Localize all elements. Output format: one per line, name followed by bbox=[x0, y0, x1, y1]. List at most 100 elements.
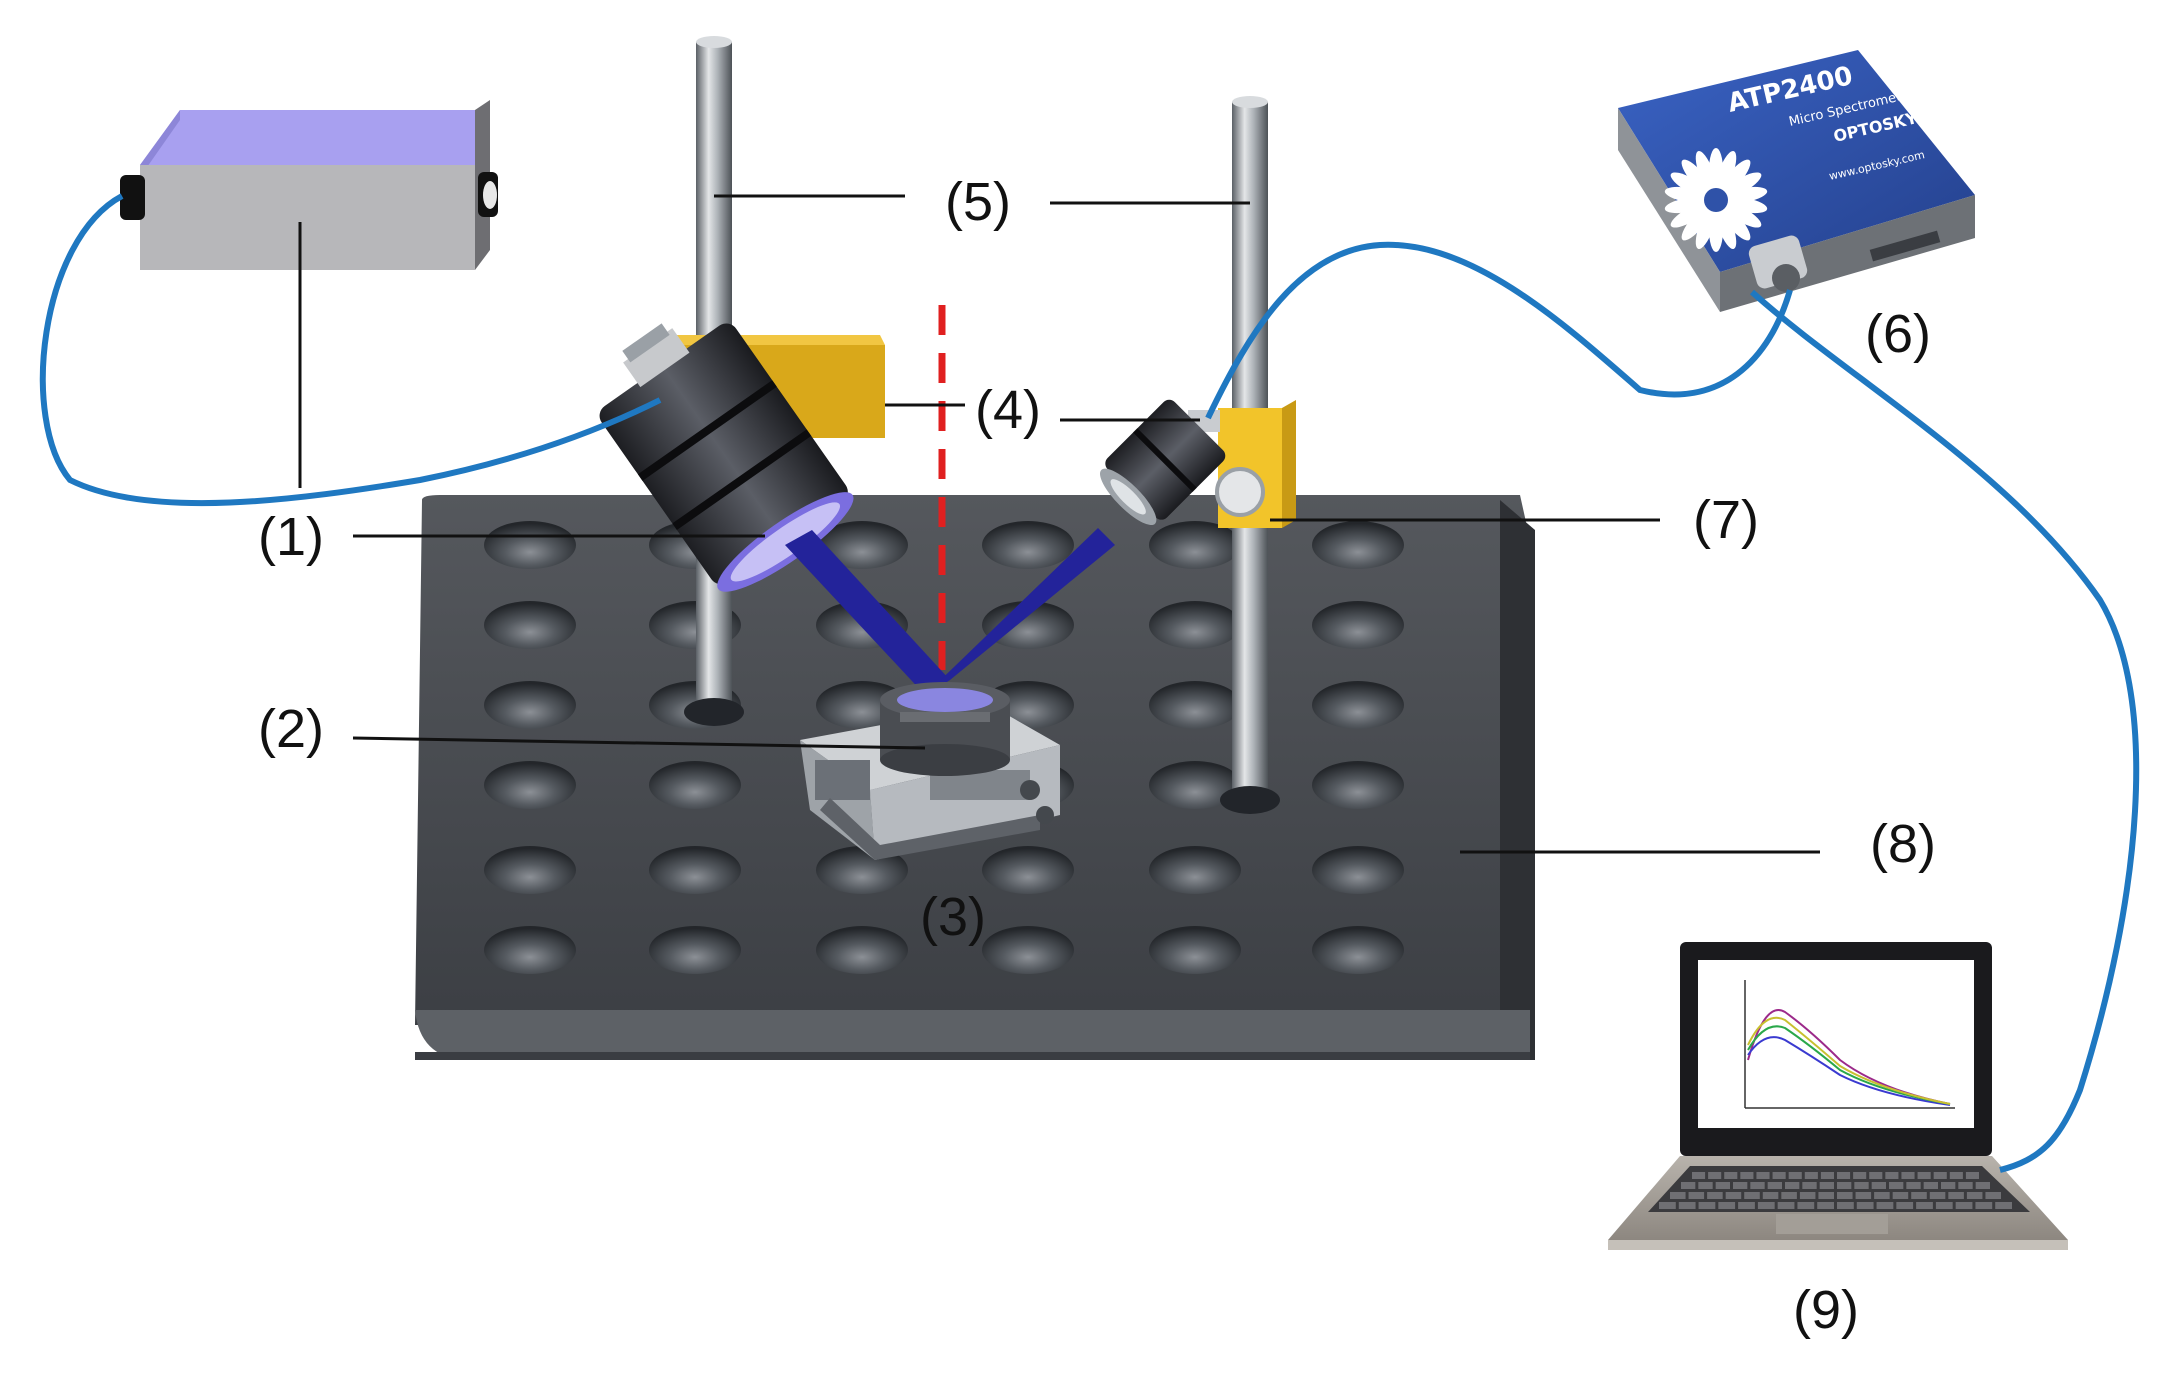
laptop-key bbox=[1698, 1182, 1713, 1189]
breadboard-hole bbox=[1312, 521, 1404, 569]
breadboard-hole bbox=[1312, 761, 1404, 809]
breadboard-hole bbox=[484, 521, 576, 569]
logo-petal bbox=[1695, 207, 1716, 250]
laptop-key bbox=[1901, 1172, 1915, 1179]
laptop-key bbox=[1708, 1172, 1722, 1179]
logo-petal bbox=[1722, 202, 1762, 228]
laptop-key bbox=[1966, 1192, 1983, 1199]
collection-probe bbox=[1100, 399, 1226, 525]
laptop-key bbox=[1681, 1182, 1696, 1189]
logo-petal bbox=[1681, 205, 1712, 241]
laptop-key bbox=[1965, 1172, 1979, 1179]
laptop-key bbox=[1725, 1192, 1742, 1199]
laptop-key bbox=[1698, 1202, 1716, 1209]
breadboard-hole bbox=[816, 521, 908, 569]
logo-petal bbox=[1695, 150, 1716, 193]
laptop-key bbox=[1678, 1202, 1696, 1209]
laptop-key bbox=[1995, 1202, 2012, 1209]
breadboard-hole bbox=[484, 846, 576, 894]
breadboard-hole bbox=[1312, 846, 1404, 894]
laptop-key bbox=[1797, 1202, 1815, 1209]
laptop-key bbox=[1802, 1182, 1817, 1189]
laptop-computer bbox=[1608, 942, 2068, 1250]
laptop-key bbox=[1817, 1202, 1834, 1209]
laptop-key bbox=[1876, 1202, 1894, 1209]
laptop-key bbox=[1820, 1172, 1834, 1179]
fiber-source-to-probe bbox=[39, 193, 662, 507]
optical-fibers bbox=[39, 193, 2140, 1173]
laptop-key bbox=[1874, 1192, 1890, 1199]
light-beam-path bbox=[785, 528, 1115, 695]
laptop-key bbox=[1985, 1192, 2001, 1199]
laptop-key bbox=[1935, 1202, 1953, 1209]
breadboard-hole bbox=[484, 926, 576, 974]
breadboard-hole bbox=[1149, 926, 1241, 974]
logo-petal bbox=[1720, 159, 1751, 195]
label-2-sample: (2) bbox=[258, 699, 324, 759]
laptop-key bbox=[1854, 1182, 1869, 1189]
laptop-key bbox=[1762, 1192, 1779, 1199]
laptop-key bbox=[1744, 1192, 1760, 1199]
laptop-key bbox=[1958, 1182, 1973, 1189]
light-source-box bbox=[120, 100, 498, 270]
breadboard-hole bbox=[649, 846, 741, 894]
laptop-key bbox=[1738, 1202, 1755, 1209]
breadboard-hole bbox=[982, 926, 1074, 974]
sample-holder bbox=[880, 682, 1010, 776]
laptop-key bbox=[1885, 1172, 1899, 1179]
breadboard-hole bbox=[1149, 521, 1241, 569]
logo-petal bbox=[1681, 159, 1712, 195]
laptop-key bbox=[1837, 1202, 1854, 1209]
laptop-key bbox=[1785, 1182, 1800, 1189]
laptop-key bbox=[1659, 1202, 1676, 1209]
logo-flower-icon bbox=[1664, 148, 1768, 252]
laptop-key bbox=[1933, 1172, 1947, 1179]
laptop-key bbox=[1975, 1182, 1990, 1189]
laptop-key bbox=[1955, 1202, 1973, 1209]
laptop-key bbox=[1799, 1192, 1816, 1199]
illumination-probe bbox=[599, 323, 854, 592]
breadboard-hole bbox=[484, 601, 576, 649]
laptop-key bbox=[1923, 1182, 1938, 1189]
breadboard-hole bbox=[1312, 601, 1404, 649]
laptop-key bbox=[1855, 1192, 1872, 1199]
laptop-key bbox=[1777, 1202, 1795, 1209]
laptop-key bbox=[1804, 1172, 1818, 1179]
breadboard-hole bbox=[982, 601, 1074, 649]
laptop-key bbox=[1837, 1192, 1853, 1199]
label-9-computer: (9) bbox=[1793, 1280, 1859, 1340]
laptop-key bbox=[1889, 1182, 1904, 1189]
laptop-key bbox=[1740, 1172, 1754, 1179]
laptop-key bbox=[1715, 1182, 1730, 1189]
laptop-key bbox=[1781, 1192, 1797, 1199]
fiber-collector-to-spectrometer bbox=[1205, 241, 1793, 420]
breadboard-hole bbox=[1149, 681, 1241, 729]
logo-petal bbox=[1670, 172, 1710, 198]
laptop-key bbox=[1837, 1172, 1851, 1179]
laptop-key bbox=[1916, 1202, 1933, 1209]
breadboard-hole bbox=[982, 521, 1074, 569]
laptop-key bbox=[1724, 1172, 1738, 1179]
logo-petal bbox=[1720, 205, 1751, 241]
breadboard-hole bbox=[1149, 601, 1241, 649]
laptop-key bbox=[1929, 1192, 1946, 1199]
logo-petal bbox=[1716, 150, 1737, 193]
fiber-spectrometer-to-laptop bbox=[1749, 289, 2140, 1173]
laptop-key bbox=[1733, 1182, 1748, 1189]
micro-spectrometer: ATP2400 Micro Spectrometer OPTOSKY www.o… bbox=[1618, 50, 1975, 312]
laptop-key bbox=[1856, 1202, 1874, 1209]
laptop-key bbox=[1772, 1172, 1786, 1179]
label-4-clamp: (4) bbox=[975, 380, 1041, 440]
laptop-key bbox=[1917, 1172, 1931, 1179]
breadboard-hole bbox=[816, 926, 908, 974]
laptop-key bbox=[1869, 1172, 1883, 1179]
leader-lines bbox=[298, 194, 1820, 854]
laptop-key bbox=[1975, 1202, 1993, 1209]
label-6-spectrometer: (6) bbox=[1865, 304, 1931, 364]
label-7-collector: (7) bbox=[1693, 490, 1759, 550]
laptop-keyboard bbox=[1659, 1172, 2012, 1209]
laptop-key bbox=[1688, 1192, 1705, 1199]
breadboard-hole bbox=[1312, 926, 1404, 974]
spectrum-plot-thumbnail bbox=[1744, 980, 1955, 1109]
